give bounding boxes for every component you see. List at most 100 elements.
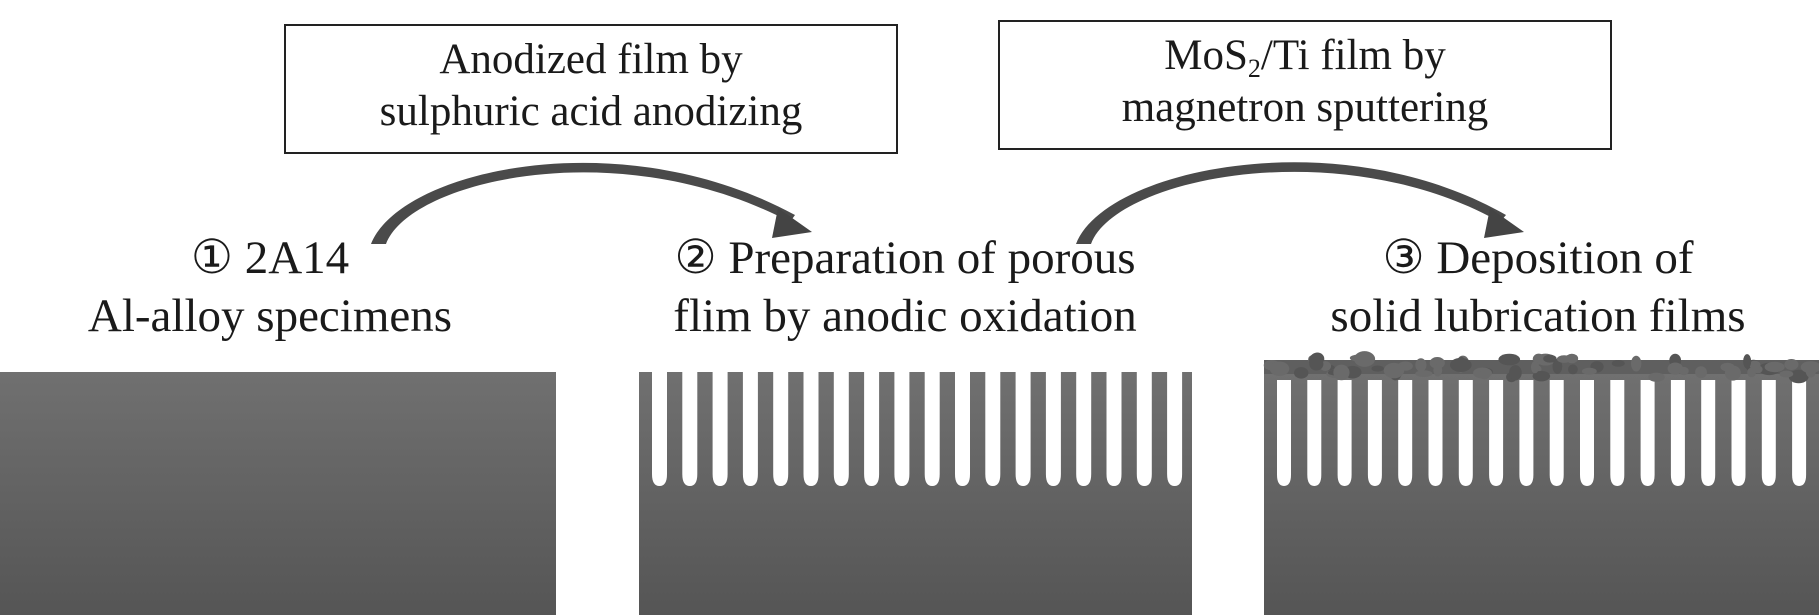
- box2-subscript: 2: [1247, 54, 1261, 83]
- lubricant-particle: [1648, 372, 1665, 382]
- step-1-line2: Al-alloy specimens: [87, 290, 453, 342]
- step-2-line1: ② Preparation of porous: [674, 232, 1136, 284]
- lubricant-particle: [1552, 358, 1563, 374]
- pore: [1045, 372, 1061, 486]
- pore: [1489, 380, 1504, 486]
- pore: [1398, 380, 1413, 486]
- pore: [1277, 380, 1291, 486]
- pore: [894, 372, 910, 486]
- pore: [773, 372, 789, 486]
- pore: [924, 372, 940, 486]
- lubrication-film-layer: [1263, 351, 1819, 384]
- pore: [1136, 372, 1152, 486]
- lubricant-particle: [1383, 362, 1405, 379]
- pore: [803, 372, 819, 486]
- lubricant-particle: [1530, 361, 1539, 374]
- pore: [1519, 380, 1534, 486]
- lubricant-particle: [1630, 355, 1642, 372]
- lubricant-particle: [1309, 357, 1324, 371]
- pore: [682, 372, 698, 486]
- pore: [1367, 380, 1382, 486]
- pore: [1610, 380, 1625, 486]
- substrate-block-2: [639, 372, 1192, 615]
- step-2-line2: flim by anodic oxidation: [673, 290, 1137, 342]
- lubricant-particle: [1667, 362, 1683, 375]
- pore: [1076, 372, 1092, 486]
- step-2-label: ② Preparation of porous flim by anodic o…: [595, 229, 1215, 345]
- lubricant-particle: [1779, 370, 1794, 378]
- box2-line1: MoS2/Ti film by: [1000, 30, 1610, 82]
- step-1-line1: ① 2A14: [190, 232, 350, 284]
- lubricant-particle: [1415, 370, 1433, 378]
- lubricant-particle: [1788, 369, 1809, 384]
- lubricant-particle: [1764, 361, 1785, 373]
- lubricant-particle: [1449, 357, 1472, 373]
- pore-group: [652, 372, 1183, 486]
- box2-mos-text: MoS: [1164, 32, 1248, 79]
- pore: [1701, 380, 1716, 486]
- lubricant-particle: [1479, 369, 1490, 380]
- anodizing-method-box: Anodized film by sulphuric acid anodizin…: [284, 24, 898, 154]
- pore: [1792, 380, 1807, 486]
- pore: [652, 372, 667, 486]
- lubricant-particle: [1498, 353, 1521, 366]
- pore: [1670, 380, 1685, 486]
- lubricated-film-block: [1263, 351, 1819, 615]
- pore: [1640, 380, 1655, 486]
- pore: [1015, 372, 1031, 486]
- lubricant-particle: [1724, 365, 1741, 381]
- lubricant-particle: [1611, 359, 1625, 367]
- pore-group: [1277, 380, 1807, 486]
- lubricant-particle: [1415, 358, 1427, 372]
- step-3-label: ③ Deposition of solid lubrication films: [1258, 229, 1818, 345]
- step-3-line2: solid lubrication films: [1330, 290, 1746, 342]
- lubricant-particle: [1371, 365, 1384, 372]
- pore: [1167, 372, 1183, 486]
- lubricant-particle: [1429, 357, 1445, 369]
- substrate-block-3: [1264, 372, 1819, 615]
- arrow-2: [1076, 162, 1524, 244]
- pore: [833, 372, 849, 486]
- lubricant-particle: [1349, 354, 1367, 362]
- pore: [864, 372, 880, 486]
- pore: [1337, 380, 1352, 486]
- pore: [1458, 380, 1473, 486]
- pore: [1731, 380, 1746, 486]
- arrow-1: [371, 162, 812, 244]
- lubricant-particle: [1784, 359, 1799, 370]
- lubricant-particle: [1581, 367, 1597, 375]
- pore: [742, 372, 758, 486]
- lubricant-particle: [1805, 364, 1816, 378]
- step-1-label: ① 2A14 Al-alloy specimens: [20, 229, 520, 345]
- lubricant-particle: [1556, 355, 1572, 363]
- lubricant-particle: [1532, 370, 1551, 382]
- lubricant-particle: [1743, 354, 1752, 369]
- box1-line2: sulphuric acid anodizing: [379, 88, 803, 135]
- lubricant-particle: [1568, 364, 1578, 375]
- step-3-line1: ③ Deposition of: [1382, 232, 1694, 284]
- box1-line1: Anodized film by: [439, 36, 743, 83]
- substrate-block-1: [0, 372, 556, 615]
- pore: [955, 372, 970, 486]
- lubricant-particle: [1269, 361, 1290, 376]
- pore: [1580, 380, 1594, 486]
- porous-film-block: [639, 372, 1192, 615]
- box2-ti-text: /Ti film by: [1260, 32, 1446, 79]
- lubricant-particle: [1433, 364, 1443, 377]
- pore: [1549, 380, 1564, 486]
- lubricant-particle: [1695, 366, 1707, 379]
- pore: [712, 372, 728, 486]
- sputtering-method-box: MoS2/Ti film by magnetron sputtering: [998, 20, 1612, 150]
- lubricant-particle: [1749, 360, 1761, 370]
- pore: [1307, 380, 1322, 486]
- lubricant-particle: [1294, 367, 1309, 379]
- pore: [1761, 380, 1776, 486]
- pore: [985, 372, 1001, 486]
- box2-line2: magnetron sputtering: [1121, 84, 1489, 131]
- lubricant-particle: [1509, 365, 1522, 381]
- lubricant-particle: [1543, 354, 1557, 363]
- lubricant-particle: [1333, 364, 1350, 381]
- pore: [1428, 380, 1443, 486]
- pore: [1106, 372, 1122, 486]
